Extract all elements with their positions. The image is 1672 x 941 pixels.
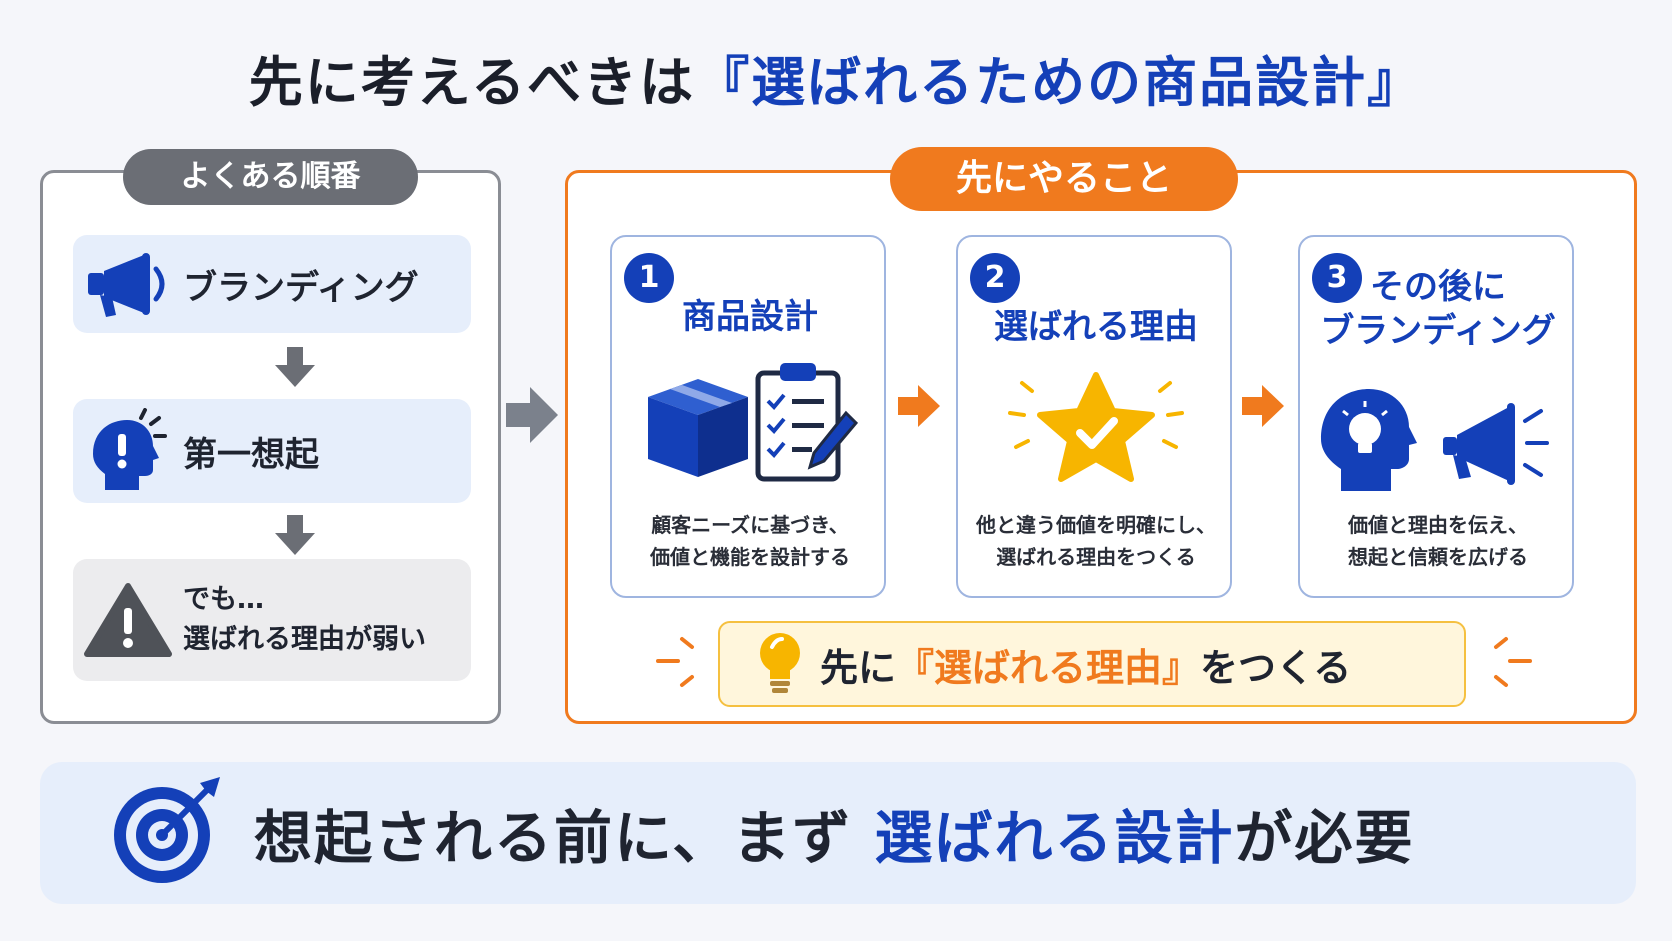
step-title-3-line1: その後に <box>1370 267 1506 307</box>
conclusion-banner: 想起される前に、まず 選ばれる設計が必要 <box>40 762 1636 904</box>
callout-prefix: 先に <box>820 645 897 690</box>
orange-arrow-icon <box>1240 383 1286 433</box>
step-desc-3-line1: 価値と理由を伝え、 <box>1348 513 1528 537</box>
common-order-tag: よくある順番 <box>123 149 418 205</box>
common-order-panel: よくある順番 ブランディング 第一想起 <box>40 149 501 724</box>
step-desc-1-line2: 価値と機能を設計する <box>650 545 850 569</box>
star-check-icon <box>958 371 1234 491</box>
conclusion-text: 想起される前に、まず 選ばれる設計が必要 <box>254 791 1415 875</box>
callout-text: 先に『選ばれる理由』をつくる <box>820 637 1351 692</box>
step-card-1: 1 商品設計 顧客ニーズに基づき、 価値と機能を設計する <box>610 235 886 598</box>
callout-box: 先に『選ばれる理由』をつくる <box>718 621 1466 707</box>
step-number-1: 1 <box>624 253 674 303</box>
right-arrow-icon <box>504 385 560 449</box>
step-desc-3: 価値と理由を伝え、 想起と信頼を広げる <box>1300 509 1576 573</box>
step-title-1: 商品設計 <box>682 297 818 337</box>
do-first-panel: 先にやること 1 商品設計 顧客ニーズに基づき、 価値 <box>565 147 1637 724</box>
step-number-2: 2 <box>970 253 1020 303</box>
target-icon <box>108 773 224 893</box>
step-desc-1-line1: 顧客ニーズに基づき、 <box>651 513 849 537</box>
first-recall-label: 第一想起 <box>183 434 319 475</box>
weak-reason-line2: 選ばれる理由が弱い <box>183 624 426 655</box>
branding-card: ブランディング <box>73 235 471 333</box>
head-bulb-megaphone-icon <box>1300 377 1576 497</box>
first-recall-card: 第一想起 <box>73 399 471 503</box>
step-desc-2-line1: 他と違う価値を明確にし、 <box>976 513 1216 537</box>
step-desc-3-line2: 想起と信頼を広げる <box>1348 545 1528 569</box>
weak-reason-card: でも… 選ばれる理由が弱い <box>73 559 471 681</box>
down-arrow-icon <box>273 345 317 393</box>
head-alert-icon <box>73 408 183 494</box>
step-number-3: 3 <box>1312 253 1362 303</box>
callout-rays-left-icon <box>652 633 702 697</box>
do-first-tag: 先にやること <box>890 147 1238 211</box>
branding-label: ブランディング <box>183 267 419 308</box>
weak-reason-line1: でも… <box>183 584 264 615</box>
step-title-2: 選ばれる理由 <box>994 307 1198 347</box>
step-title-3-line2: ブランディング <box>1320 311 1556 351</box>
conclusion-highlight: 選ばれる設計 <box>874 804 1235 872</box>
title-highlight: 『選ばれるための商品設計』 <box>695 51 1424 114</box>
step-card-2: 2 選ばれる理由 他と違う価値を明確にし、 選ばれる理由をつくる <box>956 235 1232 598</box>
page-title: 先に考えるべきは『選ばれるための商品設計』 <box>0 38 1672 117</box>
callout-rays-right-icon <box>1486 633 1536 697</box>
orange-arrow-icon <box>896 383 942 433</box>
megaphone-icon <box>73 249 183 319</box>
callout-highlight: 『選ばれる理由』 <box>896 645 1201 690</box>
warning-icon <box>73 580 183 660</box>
box-clipboard-icon <box>612 357 888 487</box>
title-prefix: 先に考えるべきは <box>248 51 696 114</box>
step-desc-1: 顧客ニーズに基づき、 価値と機能を設計する <box>612 509 888 573</box>
lightbulb-icon <box>750 625 810 703</box>
step-desc-2-line2: 選ばれる理由をつくる <box>996 545 1196 569</box>
step-card-3: 3 その後に ブランディング 価値と理由を伝え、 想起と信頼を広げる <box>1298 235 1574 598</box>
conclusion-suffix: が必要 <box>1234 804 1415 872</box>
conclusion-prefix: 想起される前に、まず <box>254 804 875 872</box>
down-arrow-icon <box>273 513 317 561</box>
step-desc-2: 他と違う価値を明確にし、 選ばれる理由をつくる <box>958 509 1234 573</box>
callout-suffix: をつくる <box>1200 645 1352 690</box>
